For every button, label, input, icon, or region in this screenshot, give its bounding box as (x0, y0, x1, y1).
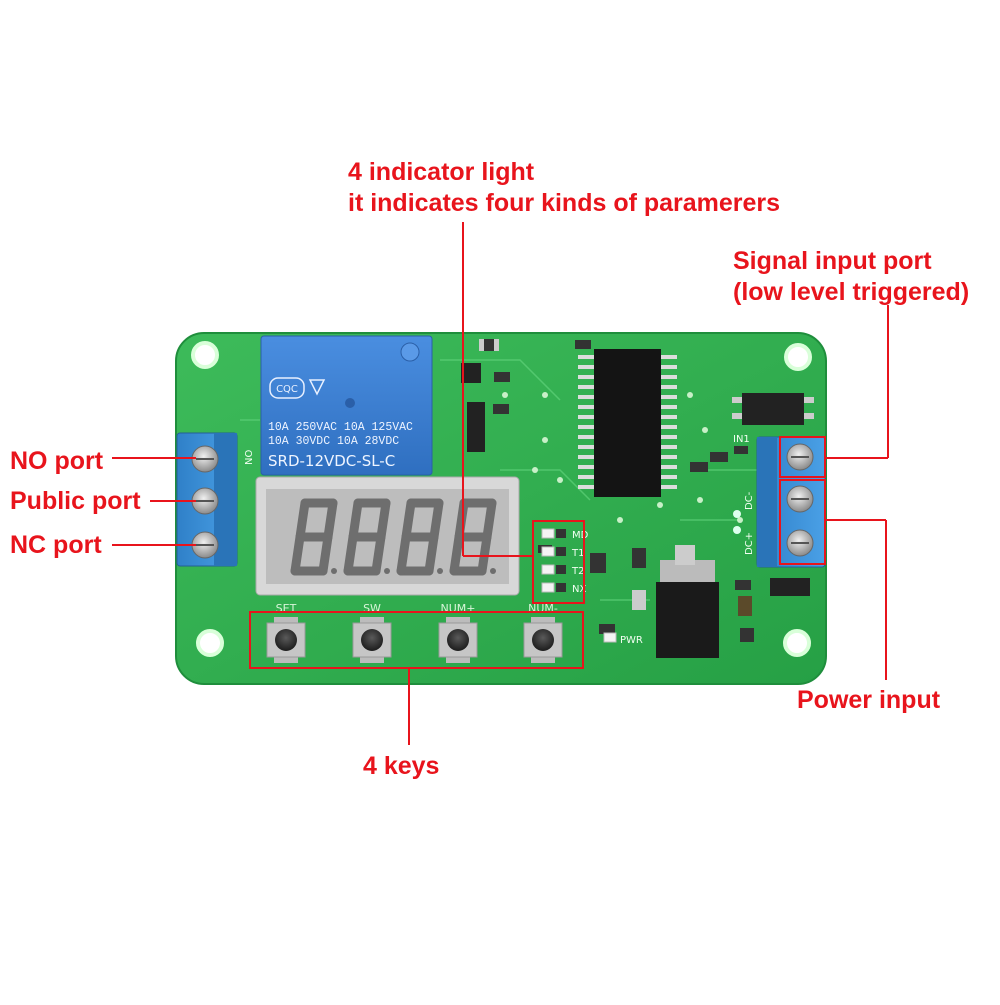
indicator-light-callout: 4 indicator light it indicates four kind… (348, 157, 780, 219)
led-label: MD (572, 530, 589, 541)
relay-rating-1: 10A 250VAC 10A 125VAC (268, 421, 413, 434)
callout-graphics (112, 222, 889, 745)
relay-brand: CQC (276, 384, 298, 395)
public-port-callout: Public port (10, 487, 141, 515)
voltage-regulator (656, 545, 719, 658)
power-led: PWR (603, 632, 643, 646)
key-label: SET (276, 602, 297, 615)
led-label: T1 (571, 548, 584, 559)
indicator-led (541, 564, 555, 575)
relay: CQC 10A 250VAC 10A 125VAC 10A 30VDC 10A … (260, 335, 433, 476)
seven-segment-display (255, 476, 520, 596)
push-button: SET (266, 602, 306, 663)
in1-label: IN1 (733, 434, 750, 445)
optocoupler (732, 393, 814, 425)
push-button: NUM- (523, 602, 563, 663)
keys-callout: 4 keys (363, 752, 440, 780)
relay-rating-2: 10A 30VDC 10A 28VDC (268, 435, 399, 448)
segment-digit (343, 498, 391, 576)
indicator-callout-line1: 4 indicator light (348, 158, 535, 186)
nc-port-callout: NC port (10, 531, 102, 559)
right-terminal-block: IN1 DC- DC+ (733, 434, 826, 596)
indicator-callout-line2: it indicates four kinds of paramerers (348, 189, 781, 217)
key-label: NUM+ (441, 602, 476, 615)
led-label: NX (572, 584, 586, 595)
pwr-label: PWR (620, 635, 643, 646)
signal-input-callout: Signal input port (low level triggered) (733, 246, 969, 308)
pcb-traces (240, 359, 760, 601)
indicator-led (541, 582, 555, 593)
mounting-holes (191, 341, 812, 657)
left-terminal-block: NO (176, 432, 255, 567)
segment-digit (290, 498, 338, 576)
microcontroller-chip (578, 349, 677, 497)
power-input-callout: Power input (797, 686, 941, 714)
key-label: SW (363, 602, 381, 615)
dc-minus-label: DC- (744, 491, 755, 510)
dc-plus-label: DC+ (744, 532, 755, 555)
relay-model: SRD-12VDC-SL-C (268, 452, 395, 470)
relay-triangle-icon (308, 379, 326, 396)
led-label: T2 (571, 566, 584, 577)
indicator-led (541, 546, 555, 557)
indicator-led (541, 528, 555, 539)
signal-callout-line1: Signal input port (733, 247, 932, 275)
segment-digit (396, 498, 444, 576)
no-port-callout: NO port (10, 447, 104, 475)
terminal-no-label: NO (244, 450, 255, 465)
signal-callout-line2: (low level triggered) (733, 278, 970, 306)
